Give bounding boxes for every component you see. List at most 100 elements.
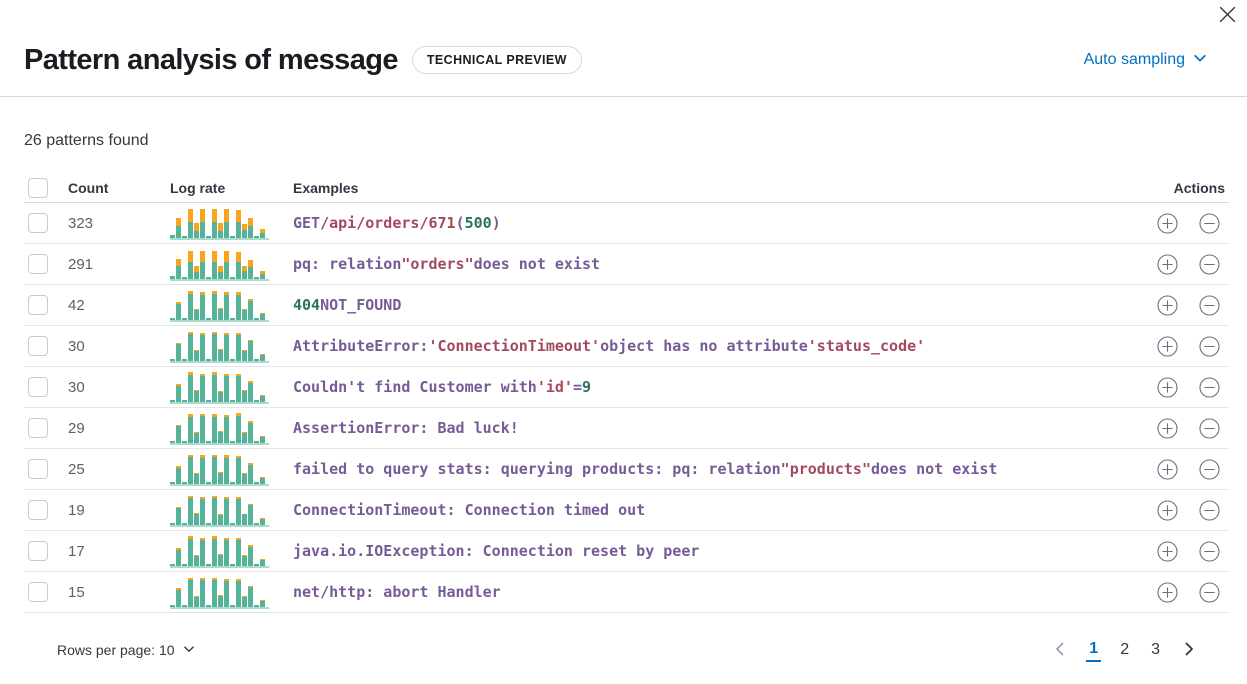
rows-per-page-label: Rows per page: 10 (57, 642, 175, 658)
log-rate-chart (170, 576, 269, 609)
filter-out-button[interactable] (1199, 335, 1220, 360)
filter-out-button[interactable] (1199, 458, 1220, 483)
log-rate-chart (170, 412, 269, 445)
row-checkbox[interactable] (28, 418, 48, 438)
flyout-header: Pattern analysis of message TECHNICAL PR… (0, 0, 1247, 97)
row-example: 404 NOT_FOUND (293, 296, 402, 314)
pagination: 1 2 3 (1050, 638, 1199, 662)
row-example: AttributeError: 'ConnectionTimeout' obje… (293, 337, 926, 355)
plus-in-circle-icon (1157, 581, 1178, 606)
filter-out-button[interactable] (1199, 376, 1220, 401)
plus-in-circle-icon (1157, 499, 1178, 524)
row-example: ConnectionTimeout: Connection timed out (293, 501, 646, 519)
log-rate-chart (170, 535, 269, 568)
row-count: 19 (68, 501, 85, 519)
flyout-body: 26 patterns found Count Log rate Example… (0, 132, 1247, 662)
sampling-dropdown[interactable]: Auto sampling (1084, 51, 1207, 70)
select-all-checkbox[interactable] (28, 178, 48, 198)
minus-in-circle-icon (1199, 376, 1220, 401)
previous-page-button[interactable] (1050, 640, 1070, 660)
filter-out-button[interactable] (1199, 499, 1220, 524)
row-count: 30 (68, 337, 85, 355)
log-rate-chart (170, 289, 269, 322)
page-button-3[interactable]: 3 (1148, 639, 1163, 661)
minus-in-circle-icon (1199, 417, 1220, 442)
filter-in-button[interactable] (1157, 458, 1178, 483)
column-header-examples: Examples (293, 180, 359, 196)
log-rate-chart (170, 371, 269, 404)
filter-out-button[interactable] (1199, 540, 1220, 565)
chevron-down-icon (183, 642, 195, 658)
row-checkbox[interactable] (28, 254, 48, 274)
filter-in-button[interactable] (1157, 253, 1178, 278)
filter-in-button[interactable] (1157, 581, 1178, 606)
table-row: 42 404 NOT_FOUND (24, 285, 1229, 326)
column-header-count: Count (68, 180, 109, 196)
table-row: 323 GET /api/orders/671 (500) (24, 203, 1229, 244)
minus-in-circle-icon (1199, 335, 1220, 360)
minus-in-circle-icon (1199, 253, 1220, 278)
close-icon (1219, 6, 1236, 26)
row-example: failed to query stats: querying products… (293, 460, 998, 478)
table-row: 17 java.io.IOException: Connection reset… (24, 531, 1229, 572)
page-button-1[interactable]: 1 (1086, 638, 1102, 662)
row-count: 323 (68, 214, 94, 232)
plus-in-circle-icon (1157, 417, 1178, 442)
row-checkbox[interactable] (28, 459, 48, 479)
plus-in-circle-icon (1157, 253, 1178, 278)
filter-out-button[interactable] (1199, 294, 1220, 319)
row-checkbox[interactable] (28, 541, 48, 561)
row-checkbox[interactable] (28, 377, 48, 397)
row-count: 42 (68, 296, 85, 314)
filter-in-button[interactable] (1157, 335, 1178, 357)
row-count: 25 (68, 460, 85, 478)
technical-preview-badge: TECHNICAL PREVIEW (411, 46, 582, 74)
table-row: 291 pq: relation "orders" does not exist (24, 244, 1229, 285)
row-example: GET /api/orders/671 (500) (293, 214, 501, 232)
column-header-actions: Actions (1173, 180, 1225, 196)
filter-out-button[interactable] (1199, 212, 1220, 234)
minus-in-circle-icon (1199, 540, 1220, 565)
filter-in-button[interactable] (1157, 540, 1178, 565)
rows-per-page-dropdown[interactable]: Rows per page: 10 (57, 642, 195, 658)
row-count: 30 (68, 378, 85, 396)
column-header-log-rate: Log rate (170, 180, 226, 196)
minus-in-circle-icon (1199, 458, 1220, 483)
filter-out-button[interactable] (1199, 253, 1220, 278)
row-count: 29 (68, 419, 85, 437)
filter-out-button[interactable] (1199, 581, 1220, 606)
minus-in-circle-icon (1199, 294, 1220, 319)
page-button-2[interactable]: 2 (1117, 639, 1132, 661)
row-example: pq: relation "orders" does not exist (293, 255, 601, 273)
row-checkbox[interactable] (28, 500, 48, 520)
chevron-right-icon (1181, 641, 1197, 660)
chevron-down-icon (1193, 51, 1207, 70)
filter-in-button[interactable] (1157, 376, 1178, 401)
row-checkbox[interactable] (28, 582, 48, 602)
table-header-row: Count Log rate Examples Actions (24, 174, 1229, 203)
plus-in-circle-icon (1157, 294, 1178, 319)
filter-in-button[interactable] (1157, 499, 1178, 524)
row-checkbox[interactable] (28, 295, 48, 315)
minus-in-circle-icon (1199, 499, 1220, 524)
plus-in-circle-icon (1157, 540, 1178, 565)
row-checkbox[interactable] (28, 336, 48, 356)
filter-in-button[interactable] (1157, 212, 1178, 234)
log-rate-chart (170, 248, 269, 281)
row-checkbox[interactable] (28, 213, 48, 233)
page-title: Pattern analysis of message (24, 43, 398, 76)
plus-in-circle-icon (1157, 376, 1178, 401)
patterns-found-summary: 26 patterns found (24, 132, 149, 149)
row-count: 17 (68, 542, 85, 560)
row-example: java.io.IOException: Connection reset by… (293, 542, 700, 560)
log-rate-chart (170, 330, 269, 363)
minus-in-circle-icon (1199, 581, 1220, 606)
table-row: 25 failed to query stats: querying produ… (24, 449, 1229, 490)
next-page-button[interactable] (1179, 640, 1199, 660)
close-button[interactable] (1215, 4, 1239, 28)
filter-in-button[interactable] (1157, 294, 1178, 319)
plus-in-circle-icon (1157, 458, 1178, 483)
filter-out-button[interactable] (1199, 417, 1220, 442)
table-footer: Rows per page: 10 1 2 3 (24, 638, 1229, 662)
filter-in-button[interactable] (1157, 417, 1178, 442)
